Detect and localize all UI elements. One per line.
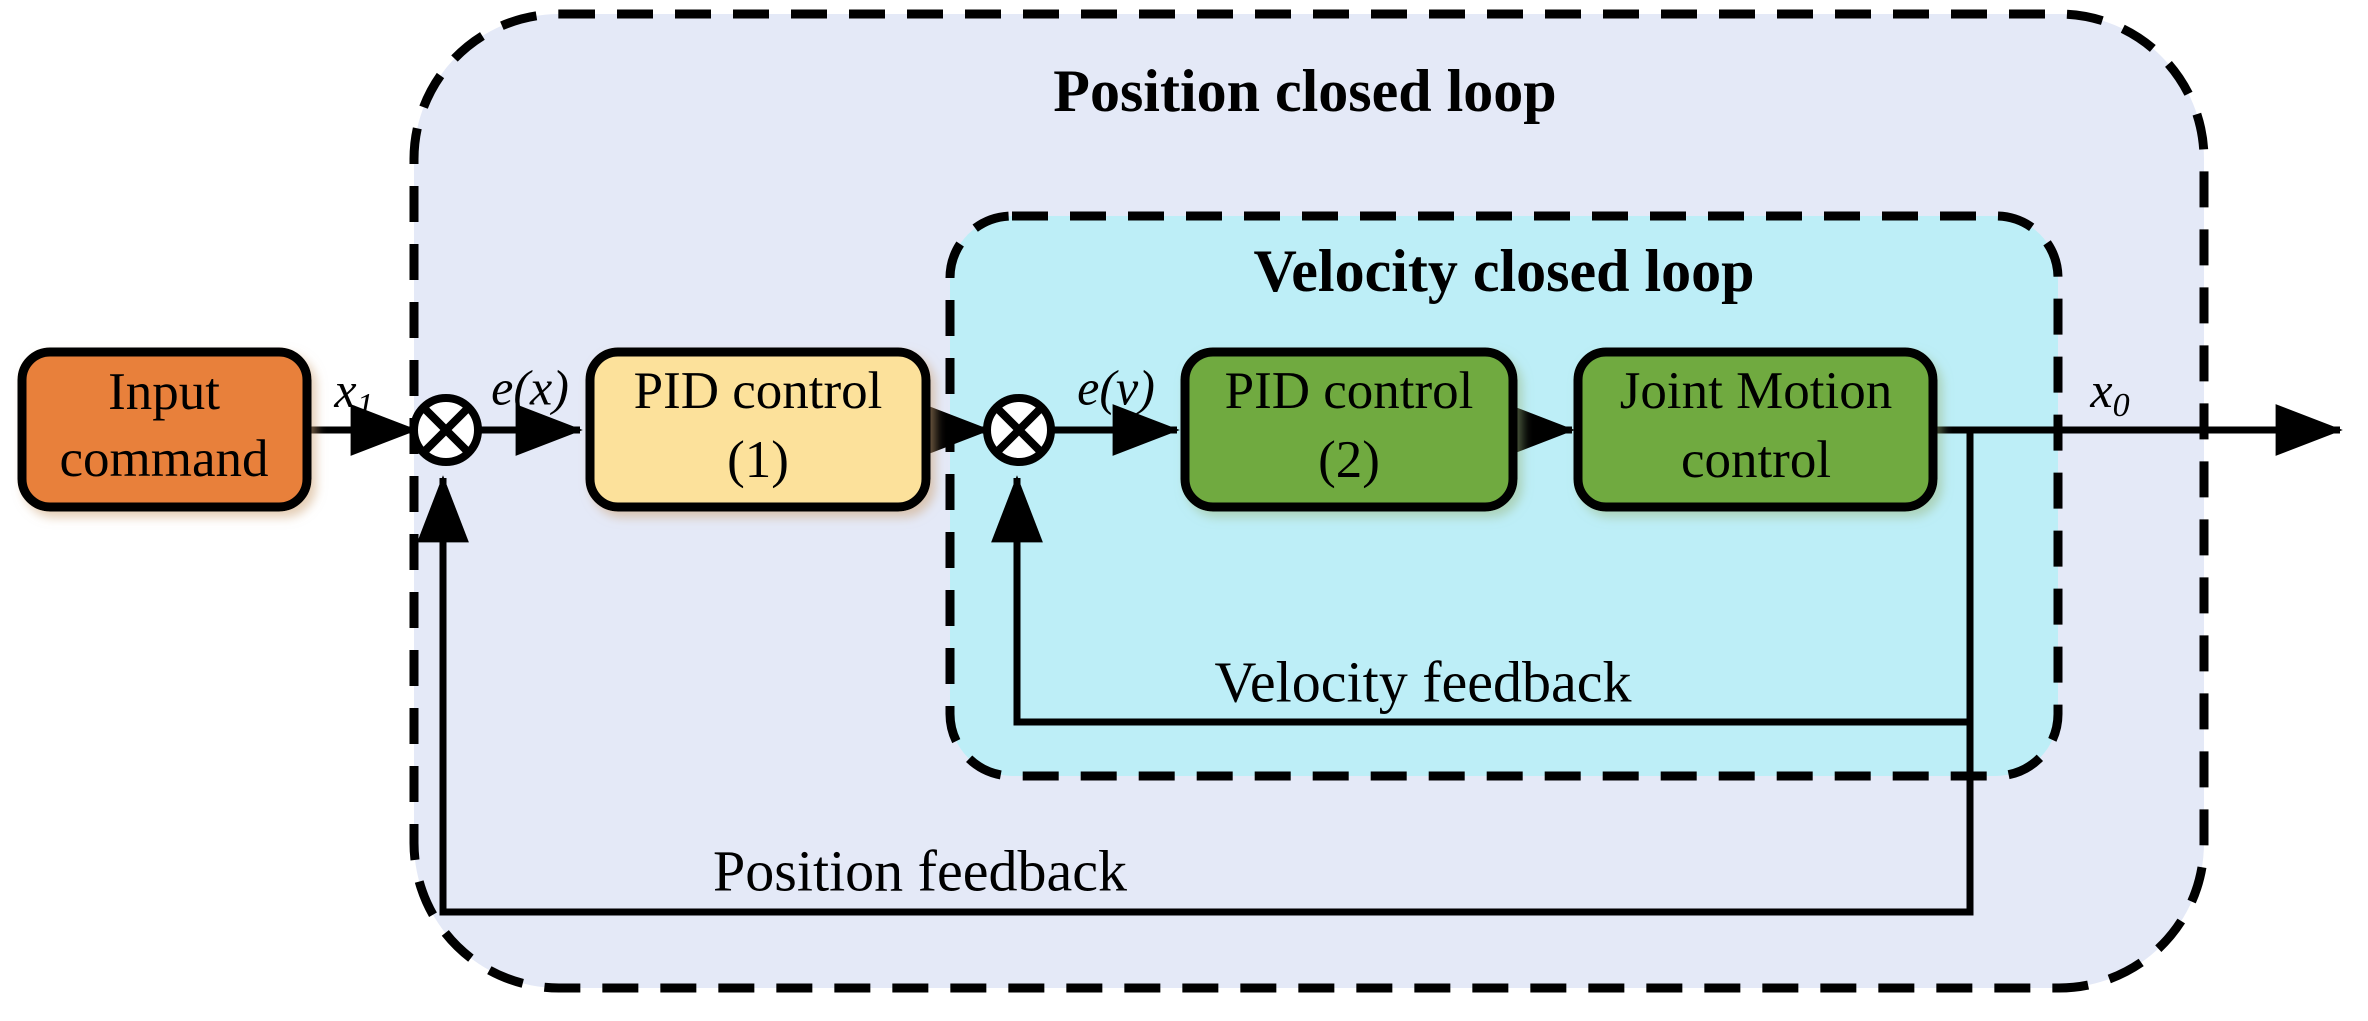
- position-loop-title: Position closed loop: [1053, 58, 1556, 124]
- joint-motion-control-label-line2: control: [1681, 431, 1831, 489]
- velocity-loop-title: Velocity closed loop: [1253, 238, 1754, 304]
- pid-control-2-box[interactable]: [1180, 347, 1518, 512]
- velocity-feedback-label: Velocity feedback: [1214, 649, 1631, 714]
- block-pid-control-1[interactable]: PID control (1): [585, 347, 931, 512]
- pid-control-1-label-line1: PID control: [634, 362, 883, 420]
- output-signal-symbol: x: [2089, 362, 2112, 418]
- input-signal-symbol: x: [333, 362, 356, 418]
- block-pid-control-2[interactable]: PID control (2): [1180, 347, 1518, 512]
- joint-motion-control-box[interactable]: [1573, 347, 1938, 512]
- pid-control-1-box[interactable]: [585, 347, 931, 512]
- pid-control-1-label-line2: (1): [727, 431, 789, 489]
- block-input-command[interactable]: Input command: [17, 347, 312, 512]
- pid-control-2-label-line1: PID control: [1225, 362, 1474, 420]
- output-signal-subscript: 0: [2113, 387, 2130, 424]
- velocity-error-label: e(v): [1077, 359, 1155, 415]
- position-error-label: e(x): [491, 359, 569, 415]
- pid-control-2-label-line2: (2): [1318, 431, 1380, 489]
- position-summing-junction[interactable]: [410, 394, 482, 466]
- position-loop-dashed-border: [409, 9, 2209, 993]
- velocity-summing-junction[interactable]: [983, 394, 1055, 466]
- joint-motion-control-label-line1: Joint Motion: [1620, 362, 1892, 420]
- input-command-label-line2: command: [60, 430, 269, 488]
- output-signal-label: x0: [2089, 362, 2129, 423]
- position-feedback-path: [417, 430, 1974, 916]
- input-command-box[interactable]: [17, 347, 312, 512]
- input-signal-subscript: 1: [357, 387, 374, 424]
- input-command-label-line1: Input: [108, 363, 220, 421]
- input-signal-label: x1: [333, 362, 373, 423]
- velocity-loop-dashed-border: [945, 211, 2063, 781]
- block-joint-motion-control[interactable]: Joint Motion control: [1573, 347, 1938, 512]
- position-feedback-label: Position feedback: [713, 838, 1127, 903]
